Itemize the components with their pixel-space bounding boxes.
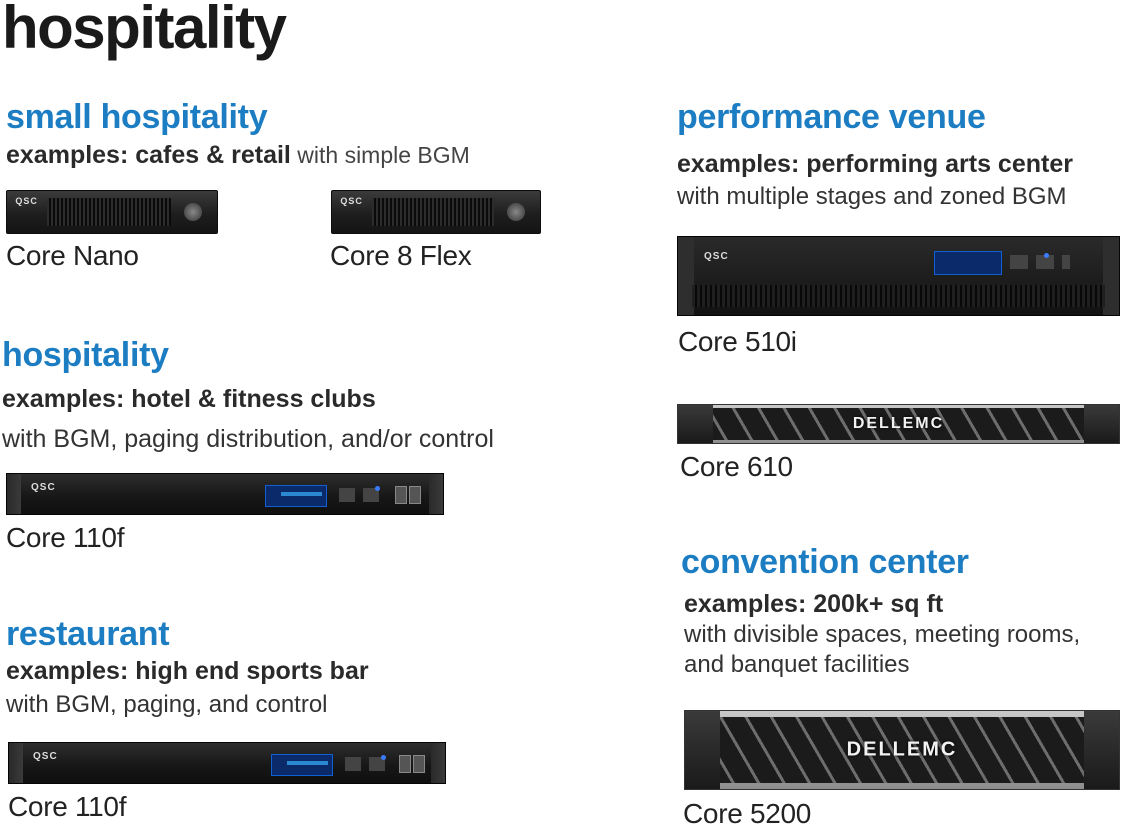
section-desc-hospitality: with BGM, paging distribution, and/or co… [2,425,494,453]
section-title-performance-venue: performance venue [677,98,986,136]
qsc-core-8-flex-device: QSC [331,190,541,234]
section-title-small-hospitality: small hospitality [6,98,268,136]
section-desc-convention-center-line1: with divisible spaces, meeting rooms, [684,621,1081,648]
status-led-icon [375,486,380,491]
device-grille [371,197,495,227]
server-handle [678,405,714,443]
page-title: hospitality [2,0,287,61]
device-label-core-110f-hospitality: Core 110f [6,522,125,553]
qsc-logo: QSC [15,196,38,207]
server-handle [1083,405,1119,443]
section-examples-restaurant: examples: high end sports bar [6,656,369,686]
lcd-screen [271,754,333,776]
server-handle [685,711,720,789]
section-examples-convention-center: examples: 200k+ sq ft [684,589,943,619]
usb-port-icon [399,755,411,773]
qsc-core-110f-device: QSC [8,742,446,784]
device-label-core-510i: Core 510i [678,326,797,357]
device-label-core-5200: Core 5200 [683,798,812,829]
examples-bold: examples: performing arts center [677,150,1073,178]
section-examples-small-hospitality: examples: cafes & retail with simple BGM [6,140,470,170]
section-examples-performance-venue: examples: performing arts center [677,149,1073,179]
usb-port-icon [413,755,425,773]
examples-rest: with simple BGM [290,142,470,168]
server-bezel [719,717,1085,783]
device-label-core-nano: Core Nano [6,240,139,271]
rack-ear [429,474,443,514]
front-buttons [339,488,385,502]
section-title-hospitality: hospitality [2,336,169,374]
front-buttons [1010,255,1070,269]
qsc-logo: QSC [704,251,729,262]
dell-emc-logo: DELLEMC [852,415,945,432]
examples-bold: examples: high end sports bar [6,657,369,685]
dell-emc-core-610-server: DELLEMC [677,404,1120,444]
power-button-icon [184,202,203,221]
rack-ear [9,743,23,783]
front-buttons [345,757,391,771]
section-examples-hospitality: examples: hotel & fitness clubs [2,384,376,414]
qsc-logo: QSC [33,751,58,762]
device-label-core-110f-restaurant: Core 110f [8,791,127,822]
qsc-logo: QSC [31,482,56,493]
server-bezel [713,408,1084,440]
device-grille [692,285,1105,307]
section-desc-convention-center-line2: and banquet facilities [684,651,910,678]
rack-ear [7,474,21,514]
section-desc-performance-venue: with multiple stages and zoned BGM [677,183,1067,210]
rack-ear [678,237,694,315]
qsc-core-510i-device: QSC [677,236,1120,316]
usb-port-icon [395,486,407,504]
examples-bold: examples: cafes & retail [6,141,291,169]
qsc-logo: QSC [340,196,363,207]
device-label-core-610: Core 610 [680,451,793,482]
lcd-screen [265,485,327,507]
qsc-core-110f-device: QSC [6,473,444,515]
section-desc-restaurant: with BGM, paging, and control [6,691,328,718]
power-button-icon [507,202,526,221]
rack-ear [431,743,445,783]
device-grille [46,197,171,227]
qsc-core-nano-device: QSC [6,190,218,234]
status-led-icon [381,755,386,760]
dell-emc-core-5200-server: DELLEMC [684,710,1120,790]
section-title-restaurant: restaurant [6,615,170,653]
rack-ear [1103,237,1119,315]
lcd-screen [934,251,1002,275]
device-label-core-8-flex: Core 8 Flex [330,240,472,271]
dell-emc-logo: DELLEMC [846,738,958,761]
server-handle [1084,711,1119,789]
status-led-icon [1044,253,1049,258]
usb-port-icon [409,486,421,504]
examples-bold: examples: hotel & fitness clubs [2,385,376,413]
examples-bold: examples: 200k+ sq ft [684,590,944,618]
section-title-convention-center: convention center [681,543,969,581]
